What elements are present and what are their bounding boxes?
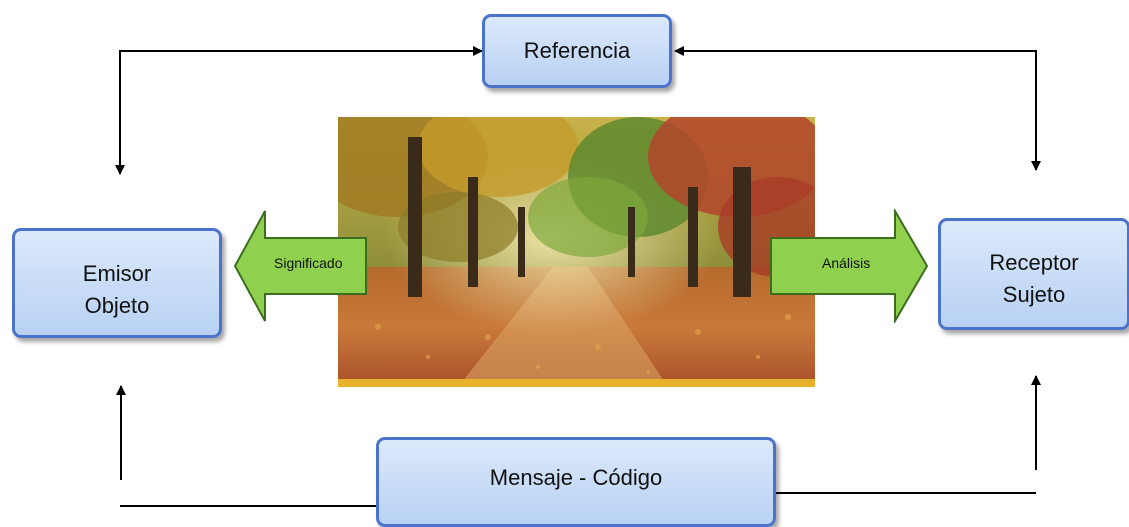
referencia-node: Referencia — [482, 14, 672, 88]
analisis-label: Análisis — [822, 255, 871, 271]
mensaje-node: Mensaje - Código — [376, 437, 776, 527]
autumn-park-photo — [338, 117, 815, 387]
sujeto-label: Sujeto — [1002, 282, 1066, 307]
emisor-node: Emisor Objeto — [12, 228, 222, 338]
significado-label: Significado — [274, 255, 343, 271]
receptor-label: Receptor — [989, 250, 1079, 276]
emisor-label: Emisor — [82, 261, 152, 287]
analisis-arrow — [770, 209, 929, 323]
receptor-node: Receptor Sujeto — [938, 218, 1129, 330]
significado-arrow — [233, 210, 367, 322]
mensaje-label: Mensaje - Código — [489, 465, 663, 491]
objeto-label: Objeto — [84, 293, 150, 318]
referencia-label: Referencia — [523, 38, 631, 64]
